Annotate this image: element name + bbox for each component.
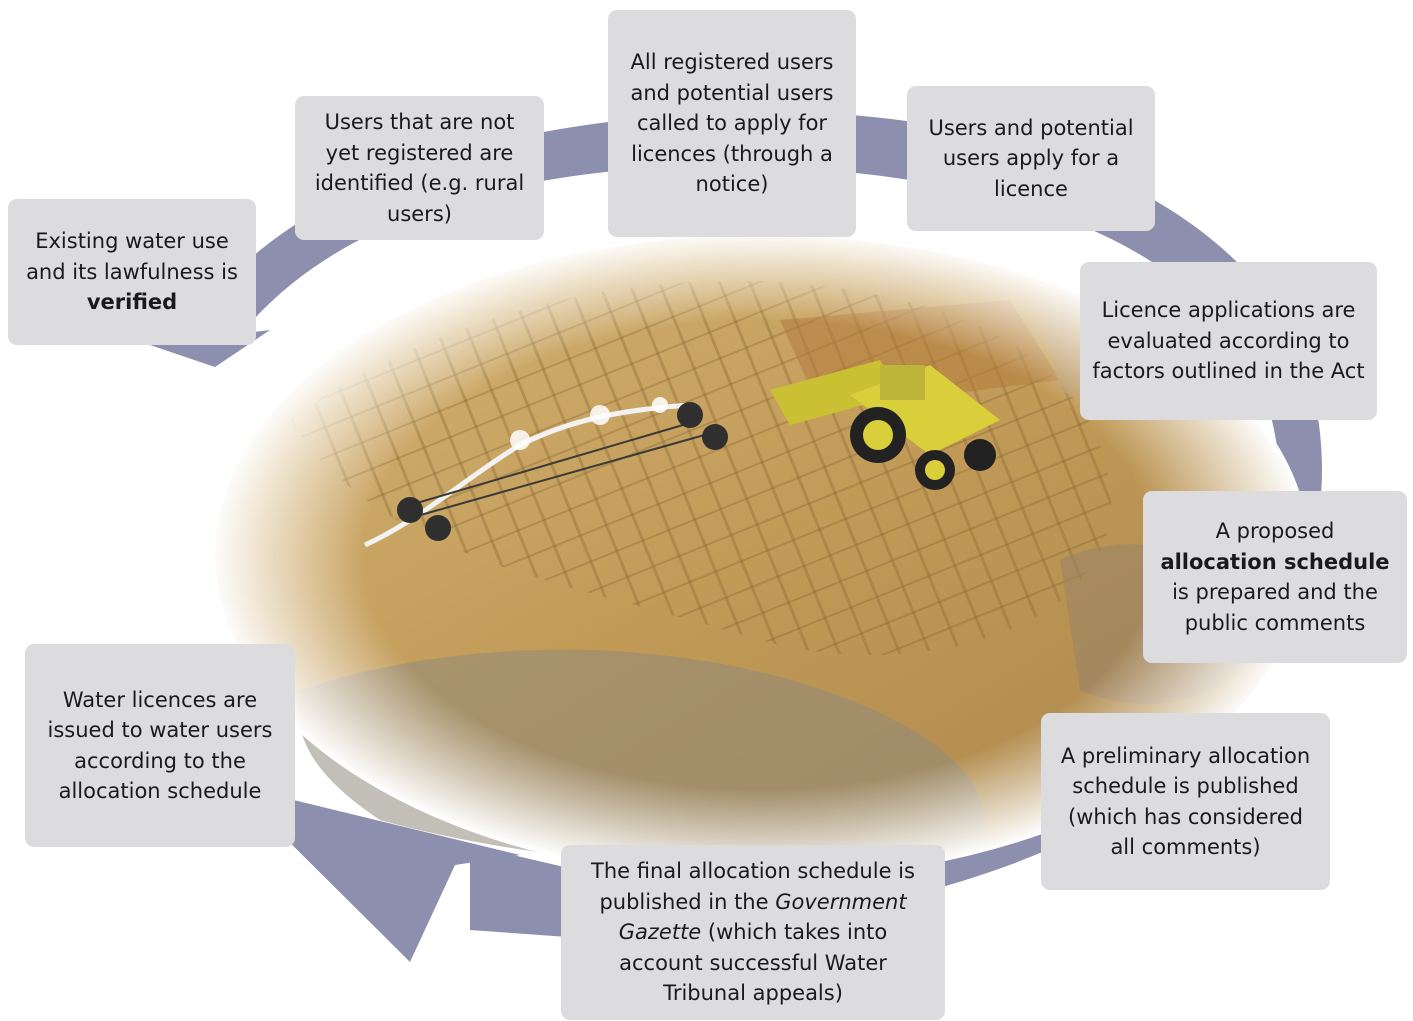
step-verify-text: Existing water use and its lawfulness is [26, 229, 238, 284]
step-final-suffix: (which takes into account successful Wat… [619, 920, 888, 1006]
step-identify: Users that are not yet registered are id… [295, 96, 544, 240]
step-preliminary: A preliminary allocation schedule is pub… [1041, 713, 1330, 890]
step-apply-text: Users and potential users apply for a li… [928, 115, 1134, 201]
step-identify-text: Users that are not yet registered are id… [314, 110, 525, 226]
step-evaluate: Licence applications are evaluated accor… [1080, 262, 1377, 420]
arrow-head [232, 785, 520, 962]
step-final-emphasis: Government Gazette [618, 889, 907, 945]
step-proposed: A proposed allocation schedule is prepar… [1143, 491, 1407, 663]
step-final-text: The final allocation schedule is publish… [591, 859, 915, 914]
step-evaluate-text: Licence applications are evaluated accor… [1092, 298, 1365, 384]
step-verify: Existing water use and its lawfulness is… [8, 199, 256, 345]
step-final: The final allocation schedule is publish… [561, 845, 945, 1020]
step-proposed-text: A proposed [1215, 519, 1335, 543]
step-proposed-suffix: is prepared and the public comments [1172, 580, 1378, 635]
step-issue-text: Water licences are issued to water users… [47, 687, 273, 804]
step-preliminary-text: A preliminary allocation schedule is pub… [1060, 743, 1311, 860]
step-verify-emphasis: verified [86, 290, 178, 315]
step-call: All registered users and potential users… [608, 10, 856, 237]
step-call-text: All registered users and potential users… [630, 50, 834, 197]
step-proposed-emphasis: allocation schedule [1160, 549, 1390, 574]
step-apply: Users and potential users apply for a li… [907, 86, 1155, 231]
step-issue: Water licences are issued to water users… [25, 644, 295, 847]
landscape-illustration [210, 230, 1310, 880]
